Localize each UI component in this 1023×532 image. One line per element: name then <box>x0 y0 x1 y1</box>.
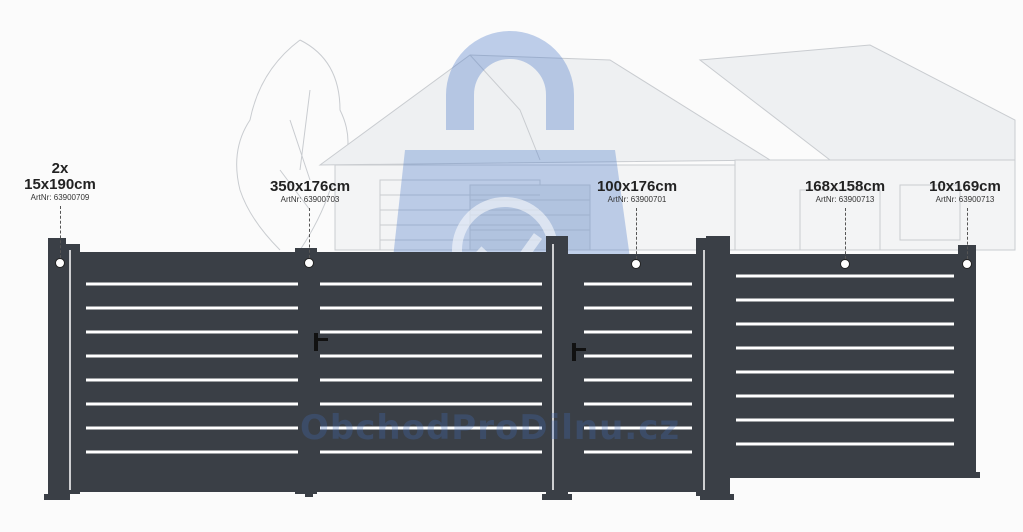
product-size: 168x158cm <box>804 178 886 195</box>
gate-handle <box>314 333 318 351</box>
product-label-double-gate: 350x176cm ArtNr: 63900703 <box>245 179 375 205</box>
product-label-end-post: 10x169cm ArtNr: 63900713 <box>910 179 1020 205</box>
fence-post <box>48 238 66 498</box>
fence-post <box>546 236 568 498</box>
gate-single-panel <box>568 254 696 492</box>
fence-post <box>706 236 730 498</box>
product-artnr: ArtNr: 63900713 <box>935 195 995 204</box>
product-artnr: ArtNr: 63900701 <box>607 195 667 204</box>
gate-handle <box>572 343 576 361</box>
product-size: 10x169cm <box>929 178 1001 195</box>
leader-line <box>967 208 968 259</box>
product-label-single-gate: 100x176cm ArtNr: 63900701 <box>572 179 702 205</box>
fence-panel <box>730 254 960 478</box>
marker-pin <box>55 258 65 268</box>
marker-pin <box>631 259 641 269</box>
product-size: 100x176cm <box>596 178 678 195</box>
leader-line <box>845 208 846 259</box>
leader-line <box>309 208 310 258</box>
product-artnr: ArtNr: 63900713 <box>815 195 875 204</box>
product-size: 15x190cm <box>24 176 96 193</box>
marker-pin <box>962 259 972 269</box>
watermark-text: ObchodProDilnu.cz <box>300 408 681 448</box>
product-label-panel: 168x158cm ArtNr: 63900713 <box>780 179 910 205</box>
product-artnr: ArtNr: 63900709 <box>30 193 90 202</box>
marker-pin <box>304 258 314 268</box>
marker-pin <box>840 259 850 269</box>
fence-post <box>958 245 976 475</box>
product-qty: 2x <box>51 160 69 177</box>
product-label-post: 2x 15x190cm ArtNr: 63900709 <box>10 161 110 203</box>
leader-line <box>60 206 61 258</box>
leader-line <box>636 208 637 259</box>
fence-post <box>696 238 706 496</box>
product-size: 350x176cm <box>269 178 351 195</box>
product-artnr: ArtNr: 63900703 <box>280 195 340 204</box>
